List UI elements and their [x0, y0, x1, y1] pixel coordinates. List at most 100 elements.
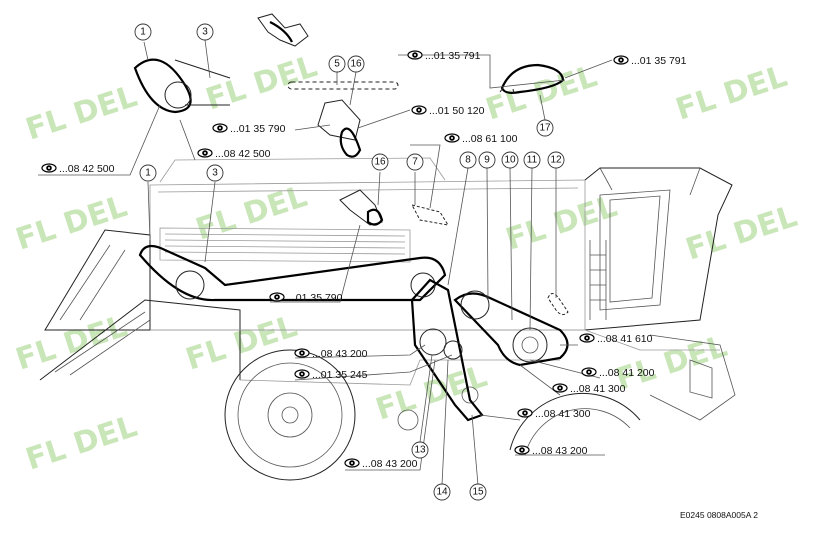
- rear-wheel: [509, 392, 641, 456]
- callout-11: 11: [523, 151, 541, 169]
- ref-08-43-200-b: ...08 43 200: [514, 445, 588, 457]
- watermark-text: FL DEL: [12, 309, 132, 378]
- operator-cab: [584, 167, 733, 331]
- main-drive-belt: [138, 244, 447, 302]
- callout-16-top: 16: [347, 55, 365, 73]
- callout-15: 15: [469, 483, 487, 501]
- ref-08-41-610: ...08 41 610: [579, 333, 653, 345]
- ref-text: ...08 43 200: [362, 458, 418, 470]
- callout-12: 12: [547, 151, 565, 169]
- watermark-text: FL DEL: [502, 189, 622, 258]
- ref-text: ...08 41 200: [599, 367, 655, 379]
- eye-icon: [197, 148, 213, 158]
- callout-14: 14: [433, 483, 451, 501]
- ref-01-50-120: ...01 50 120: [411, 105, 485, 117]
- watermark-text: FL DEL: [672, 59, 792, 128]
- ref-text: ...08 41 610: [597, 333, 653, 345]
- ref-08-43-200-c: ...08 43 200: [344, 458, 418, 470]
- watermark-3: FL DEL: [482, 59, 602, 128]
- watermark-10: FL DEL: [182, 309, 302, 378]
- callout-label: 16: [374, 157, 386, 168]
- callout-label: 11: [527, 155, 538, 166]
- watermark-text: FL DEL: [682, 199, 802, 268]
- eye-icon: [411, 105, 427, 115]
- callout-label: 8: [465, 155, 471, 166]
- ref-08-43-200-a: ...08 43 200: [294, 348, 368, 360]
- ref-text: ...08 42 500: [59, 163, 115, 175]
- eye-icon: [407, 50, 423, 60]
- eye-icon: [581, 367, 597, 377]
- front-wheel: [224, 349, 356, 481]
- drawing-code: E0245 0808A005A 2: [680, 510, 758, 520]
- callout-label: 1: [140, 27, 146, 38]
- ref-01-35-791-b: ...01 35 791: [613, 55, 687, 67]
- ref-text: ...01 35 245: [312, 369, 368, 381]
- watermark-13: FL DEL: [22, 409, 142, 478]
- ref-text: ...01 50 120: [429, 105, 485, 117]
- ref-01-35-791-a: ...01 35 791: [407, 50, 481, 62]
- ref-08-41-300-b: ...08 41 300: [517, 408, 591, 420]
- callout-label: 14: [436, 487, 448, 498]
- watermark-text: FL DEL: [482, 59, 602, 128]
- ref-01-35-790-a: ...01 35 790: [212, 123, 286, 135]
- harvester-outline: [39, 157, 736, 481]
- ref-01-35-790-b: ...01 35 790: [269, 292, 343, 304]
- ref-text: ...08 41 300: [570, 383, 626, 395]
- callout-3-body: 3: [206, 164, 224, 182]
- eye-icon: [517, 408, 533, 418]
- watermark-layer: FL DEL FL DEL FL DEL FL DEL FL DEL FL DE…: [12, 49, 802, 478]
- drawing-code-text: E0245 0808A005A 2: [680, 510, 758, 520]
- eye-icon: [212, 123, 228, 133]
- leader-lines: [38, 39, 613, 486]
- ref-text: ...01 35 790: [287, 292, 343, 304]
- eye-icon: [294, 369, 310, 379]
- watermark-5: FL DEL: [12, 189, 132, 258]
- watermark-text: FL DEL: [22, 79, 142, 148]
- callout-label: 15: [472, 487, 484, 498]
- eye-icon: [269, 292, 285, 302]
- callout-10: 10: [501, 151, 519, 169]
- watermark-9: FL DEL: [12, 309, 132, 378]
- ref-text: ...01 35 791: [631, 55, 687, 67]
- ref-text: ...08 42 500: [215, 148, 271, 160]
- ref-text: ...01 35 791: [425, 50, 481, 62]
- ref-text: ...08 43 200: [532, 445, 588, 457]
- callout-5: 5: [328, 55, 346, 73]
- watermark-8: FL DEL: [682, 199, 802, 268]
- belt-5-detail: [287, 81, 399, 90]
- references: ...01 35 791 ...01 35 791 ...01 50 120 .…: [41, 50, 687, 470]
- callout-label: 12: [550, 155, 562, 166]
- callout-label: 5: [334, 59, 340, 70]
- callout-13: 13: [411, 441, 429, 459]
- eye-icon: [444, 133, 460, 143]
- eye-icon: [514, 445, 530, 455]
- callout-label: 16: [350, 59, 362, 70]
- callout-label: 10: [504, 155, 516, 166]
- callout-1-top: 1: [134, 23, 152, 41]
- watermark-text: FL DEL: [22, 409, 142, 478]
- callout-1-body: 1: [139, 164, 157, 182]
- callouts: 1 3 5 16 17 1 3 16 7 8 9 10 11 12 13 14 …: [134, 23, 565, 501]
- belt-16-detail: [317, 99, 362, 158]
- ref-text: ...08 43 200: [312, 348, 368, 360]
- callout-7: 7: [406, 153, 424, 171]
- belt-16b-detail: [339, 189, 384, 226]
- callout-label: 7: [412, 157, 418, 168]
- callout-3-top: 3: [196, 23, 214, 41]
- ref-text: ...01 35 790: [230, 123, 286, 135]
- watermark-1: FL DEL: [22, 79, 142, 148]
- eye-icon: [579, 333, 595, 343]
- ref-text: ...08 41 300: [535, 408, 591, 420]
- ref-08-41-200: ...08 41 200: [581, 367, 655, 379]
- eye-icon: [552, 383, 568, 393]
- ref-08-42-500-a: ...08 42 500: [197, 148, 271, 160]
- callout-9: 9: [478, 151, 496, 169]
- watermark-2: FL DEL: [202, 49, 322, 118]
- callout-label: 17: [539, 123, 551, 134]
- callout-8: 8: [459, 151, 477, 169]
- watermark-6: FL DEL: [192, 179, 312, 248]
- callout-label: 9: [484, 155, 490, 166]
- watermark-text: FL DEL: [202, 49, 322, 118]
- eye-icon: [613, 55, 629, 65]
- engine-grille: [159, 227, 411, 263]
